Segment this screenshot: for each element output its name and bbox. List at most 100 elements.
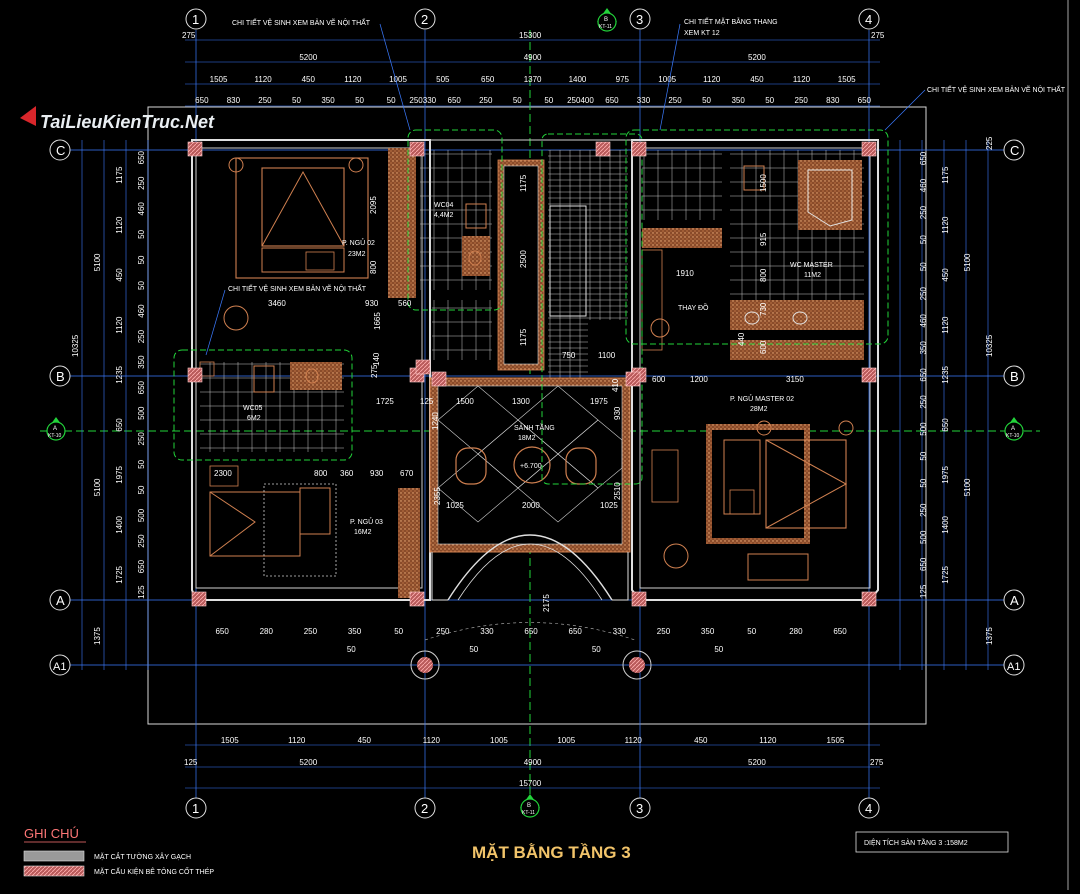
section-marker-b-1: BKT-11 bbox=[520, 794, 540, 818]
dim-interior-4: 560 bbox=[398, 299, 412, 308]
dim-low-3: 350 bbox=[348, 627, 362, 636]
dim-bottom-l1-0: 1505 bbox=[221, 736, 239, 745]
dim-right-l4-9: 250 bbox=[919, 395, 928, 409]
dim-bottom-l1-6: 1120 bbox=[625, 736, 643, 745]
dim-low-10: 250 bbox=[657, 627, 671, 636]
grid-bubble-row-A-left: A bbox=[49, 589, 71, 611]
callouts: CHI TIẾT VỆ SINH XEM BẢN VẼ NỘI THẤT CHI… bbox=[205, 16, 1066, 356]
dim-top-l3-7: 1370 bbox=[524, 75, 542, 84]
dim-interior-36: 1500 bbox=[759, 174, 768, 192]
dim-left-l4-0: 650 bbox=[137, 150, 146, 164]
svg-text:KT-10: KT-10 bbox=[1006, 433, 1020, 439]
dim-interior-39: 600 bbox=[759, 340, 768, 354]
dim-interior-14: 930 bbox=[613, 406, 622, 420]
column-2 bbox=[631, 141, 647, 157]
grid-bubble-row-C-left: C bbox=[49, 139, 71, 161]
dim-interior-21: 360 bbox=[340, 469, 354, 478]
dim-top-l3-9: 975 bbox=[616, 75, 630, 84]
dim-interior-28: 2510 bbox=[613, 482, 622, 500]
grid-label: B bbox=[56, 369, 65, 384]
grid-bubble-col-3-bottom: 3 bbox=[629, 797, 651, 819]
dim-interior-22: 930 bbox=[370, 469, 384, 478]
dim-right-l3-1: 1120 bbox=[941, 216, 950, 234]
dim-top-l4-17: 350 bbox=[731, 96, 745, 105]
grid-label: A bbox=[56, 593, 65, 608]
dim-low-9: 330 bbox=[613, 627, 627, 636]
section-marker-b-0: BKT-11 bbox=[597, 8, 617, 32]
dim-right-l4-15: 650 bbox=[919, 557, 928, 571]
dim-low-11: 350 bbox=[701, 627, 715, 636]
dim-bottom-l1-4: 1005 bbox=[490, 736, 508, 745]
dim-left-l2-1: 5100 bbox=[93, 478, 102, 496]
dim-bottom-l2-2: 5200 bbox=[748, 758, 766, 767]
dim-low-7: 650 bbox=[524, 627, 538, 636]
dim-left-l4-9: 650 bbox=[137, 380, 146, 394]
dim-interior-30: 1175 bbox=[519, 174, 528, 192]
svg-text:B: B bbox=[527, 803, 531, 809]
room-wc04-name: WC04 bbox=[434, 202, 454, 209]
room-change-name: THAY ĐỒ bbox=[678, 302, 709, 312]
section-marker-a-0: AKT-10 bbox=[46, 417, 66, 441]
dim-right-l3-6: 1975 bbox=[941, 465, 950, 483]
column-9 bbox=[409, 591, 425, 607]
dim-low-b-1: 50 bbox=[469, 645, 478, 654]
room-bed02-area: 23M2 bbox=[348, 251, 366, 258]
dim-top-l4-5: 50 bbox=[355, 96, 364, 105]
dim-interior-41: 730 bbox=[759, 302, 768, 316]
dim-left-l4-17: 125 bbox=[137, 585, 146, 599]
dim-top-l2-0: 5200 bbox=[299, 53, 317, 62]
dim-interior-2: 3460 bbox=[268, 299, 286, 308]
dim-top-l3-0: 1505 bbox=[210, 75, 228, 84]
column-8 bbox=[191, 591, 207, 607]
legend-swatch-brick bbox=[23, 850, 85, 862]
grid-label: 4 bbox=[865, 801, 872, 816]
dim-right-l4-16: 125 bbox=[919, 584, 928, 598]
dim-interior-3: 930 bbox=[365, 299, 379, 308]
dim-interior-37: 915 bbox=[759, 232, 768, 246]
dim-left-l4-10: 500 bbox=[137, 406, 146, 420]
legend-swatch-concrete bbox=[23, 865, 85, 877]
dim-bottom-l1-5: 1005 bbox=[557, 736, 575, 745]
grid-label: 3 bbox=[636, 801, 643, 816]
legend-item-brick: MẶT CẮT TƯỜNG XÂY GẠCH bbox=[94, 852, 191, 861]
column-1 bbox=[409, 141, 425, 157]
dim-left-bottom: 1375 bbox=[93, 627, 102, 645]
dim-bottom-l1-3: 1120 bbox=[423, 736, 441, 745]
dim-left-l4-15: 250 bbox=[137, 534, 146, 548]
area-note: DIỆN TÍCH SÀN TẦNG 3 :158M2 bbox=[864, 837, 968, 847]
dim-right-l4-1: 460 bbox=[919, 178, 928, 192]
callout-stair-detail-1: CHI TIẾT MẶT BẰNG THANG bbox=[684, 16, 778, 26]
grid-bubble-row-A1-left: A1 bbox=[49, 654, 71, 676]
column-12 bbox=[595, 141, 611, 157]
column-14 bbox=[431, 371, 447, 387]
grid-label: 1 bbox=[192, 12, 199, 27]
dim-bottom-total: 15700 bbox=[519, 779, 542, 788]
room-wc04-area: 4,4M2 bbox=[434, 212, 454, 219]
dim-right-l4-12: 50 bbox=[919, 478, 928, 487]
callout-wc-detail-right: CHI TIẾT VỆ SINH XEM BẢN VẼ NỘI THẤT bbox=[927, 84, 1066, 94]
dim-right-l4-5: 250 bbox=[919, 287, 928, 301]
dim-top-l3-3: 1120 bbox=[344, 75, 362, 84]
dim-top-l4-0: 650 bbox=[195, 96, 209, 105]
dim-right-l2-1: 5100 bbox=[963, 478, 972, 496]
dim-top-l3-14: 1505 bbox=[838, 75, 856, 84]
dim-top-l4-10: 50 bbox=[513, 96, 522, 105]
dim-right-l4-11: 50 bbox=[919, 451, 928, 460]
dim-left-l4-16: 650 bbox=[137, 559, 146, 573]
dim-right-l3-3: 1120 bbox=[941, 316, 950, 334]
dim-left-l4-2: 460 bbox=[137, 202, 146, 216]
dim-left-l4-3: 50 bbox=[137, 229, 146, 238]
dim-interior-31: 2500 bbox=[519, 250, 528, 268]
dim-left-l3-1: 1120 bbox=[115, 216, 124, 234]
dim-low-0: 650 bbox=[215, 627, 229, 636]
legend: GHI CHÚ MẶT CẮT TƯỜNG XÂY GẠCH MẶT CẤU K… bbox=[23, 826, 214, 877]
dim-right-l4-8: 650 bbox=[919, 368, 928, 382]
grid-label: A1 bbox=[1007, 661, 1020, 673]
dim-top-l4-15: 250 bbox=[668, 96, 682, 105]
dim-bottom-small-right: 275 bbox=[870, 758, 884, 767]
dim-right-l4-7: 350 bbox=[919, 341, 928, 355]
dim-top-total: 15300 bbox=[519, 31, 542, 40]
